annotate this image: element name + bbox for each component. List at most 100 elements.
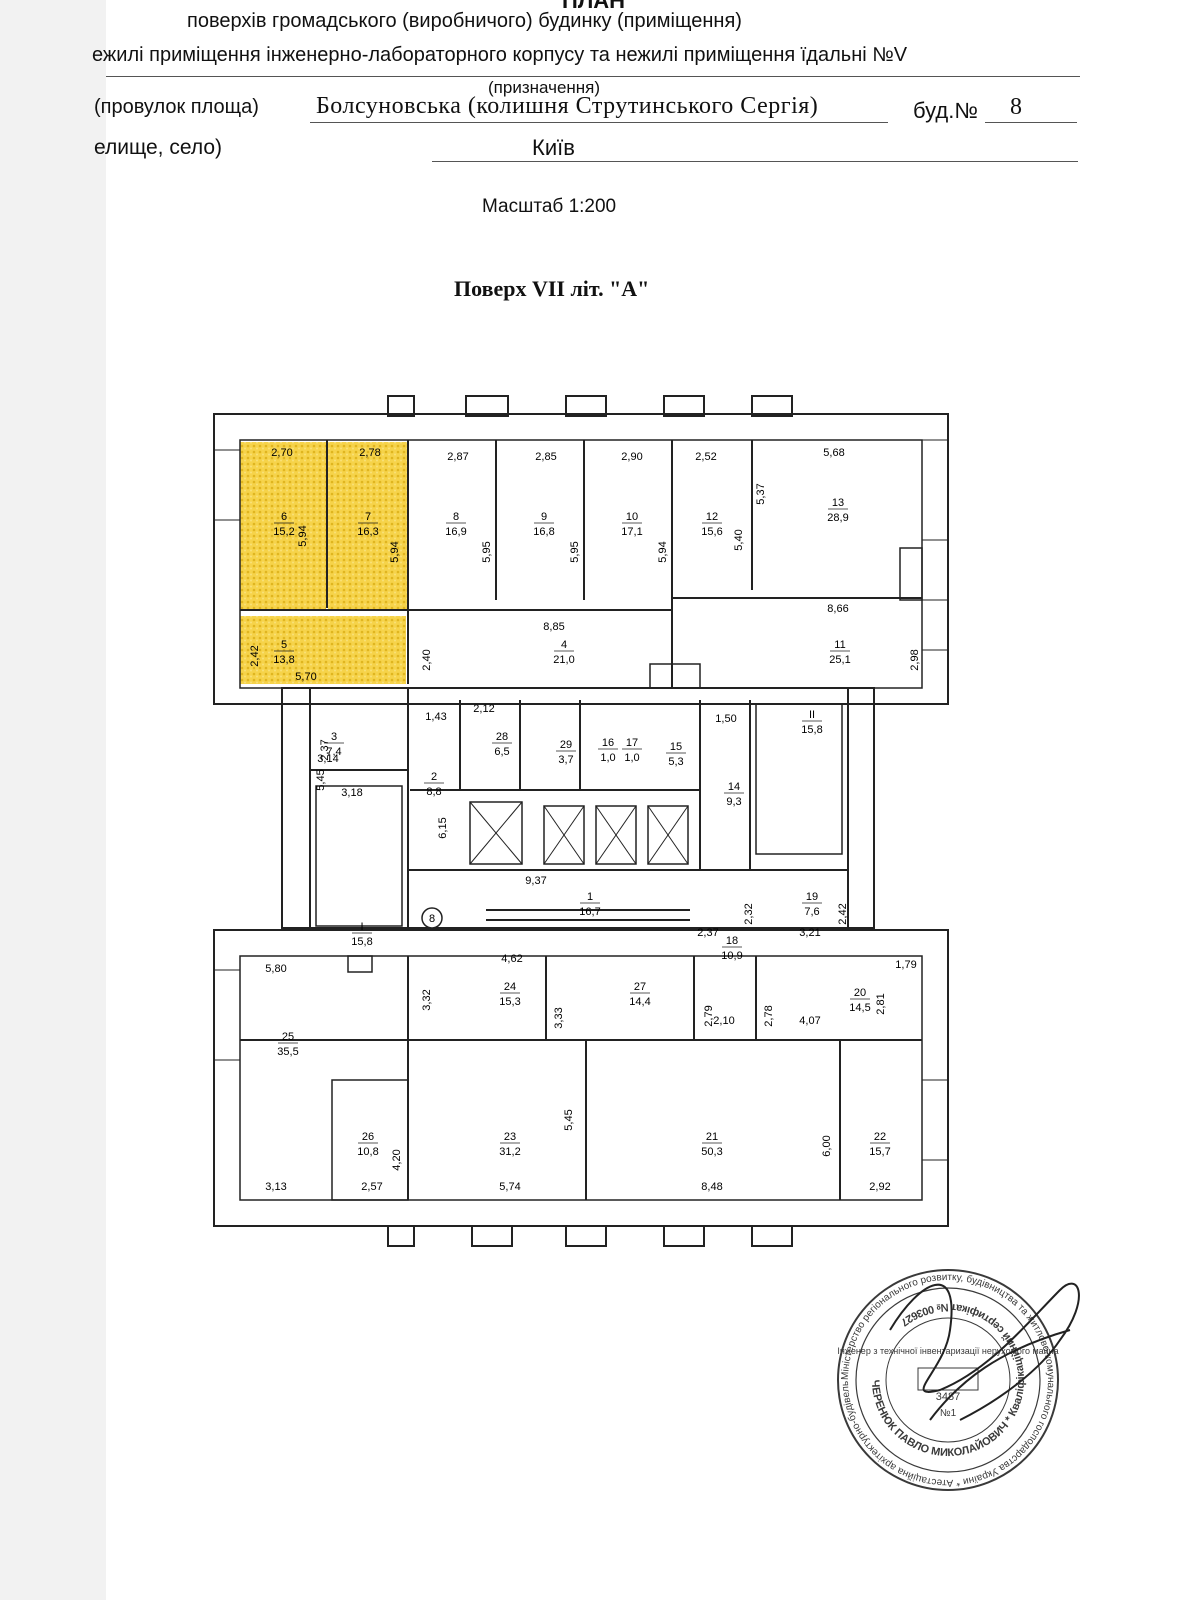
- dimension-label: 2,57: [361, 1181, 382, 1193]
- dimension-label: 3,18: [341, 787, 362, 799]
- street-value: Болсуновська (колишня Струтинського Серг…: [316, 93, 819, 119]
- city-value: Київ: [532, 135, 575, 160]
- stamp-middle-ring: [855, 1287, 1041, 1473]
- dimension-label: 5,45: [563, 1109, 575, 1130]
- room-area-13: 28,9: [827, 512, 848, 524]
- stamp-emblem: [917, 1367, 979, 1391]
- wall-lower-outer: [213, 929, 949, 1227]
- room-area-4: 21,0: [553, 654, 574, 666]
- dimension-label: 2,90: [621, 451, 642, 463]
- room-number-6: 6: [281, 511, 287, 523]
- dimension-label: 2,78: [763, 1005, 775, 1026]
- room-area-14: 9,3: [726, 796, 741, 808]
- room-5-highlight: [240, 616, 406, 684]
- dimension-label: 2,87: [447, 451, 468, 463]
- room-area-25: 35,5: [277, 1046, 298, 1058]
- dimension-label: 5,94: [389, 541, 401, 562]
- stamp-outer-ring: [837, 1269, 1059, 1491]
- room-number-1: 1: [587, 891, 593, 903]
- building-label: буд.№: [913, 98, 978, 123]
- dimension-label: 5,95: [481, 541, 493, 562]
- room-number-29: 29: [560, 739, 572, 751]
- room-area-7: 16,3: [357, 526, 378, 538]
- city-rule: [432, 161, 1078, 162]
- bay: [751, 395, 793, 417]
- dimension-label: 5,94: [657, 541, 669, 562]
- dimension-label: 3,21: [799, 927, 820, 939]
- dimension-label: 6,00: [821, 1135, 833, 1156]
- room-number-9: 9: [541, 511, 547, 523]
- dimension-label: 2,10: [713, 1015, 734, 1027]
- dimension-label: 1,50: [715, 713, 736, 725]
- room-number-27: 27: [634, 981, 646, 993]
- plan-title: Поверх VII літ. "А": [454, 276, 650, 301]
- room-number-15: 15: [670, 741, 682, 753]
- signature: [889, 1282, 1080, 1421]
- dimension-label: 9,37: [525, 875, 546, 887]
- dimension-label: 5,45: [315, 769, 327, 790]
- room-number-22: 22: [874, 1131, 886, 1143]
- dimension-label: 6,15: [437, 817, 449, 838]
- stamp-number: 3487: [936, 1391, 960, 1403]
- room-area-29: 3,7: [558, 754, 573, 766]
- room-area-12: 15,6: [701, 526, 722, 538]
- room-number-10: 10: [626, 511, 638, 523]
- room-number-19: 19: [806, 891, 818, 903]
- room-number-11: 11: [834, 639, 845, 651]
- dimension-label: 5,37: [755, 483, 767, 504]
- room-number-28: 28: [496, 731, 508, 743]
- room-number-3: 3: [331, 731, 337, 743]
- room-area-8: 16,9: [445, 526, 466, 538]
- room-number-8: 8: [453, 511, 459, 523]
- room-area-26: 10,8: [357, 1146, 378, 1158]
- building-rule: [985, 122, 1077, 123]
- room-area-17: 1,0: [624, 752, 639, 764]
- scale-label: Масштаб 1:200: [482, 196, 617, 217]
- street-label: (провулок площа): [94, 96, 259, 118]
- dimension-label: 2,85: [535, 451, 556, 463]
- bay: [565, 395, 607, 417]
- room-number-13: 13: [832, 497, 844, 509]
- room-area-6: 15,2: [273, 526, 294, 538]
- building-number: 8: [1010, 94, 1022, 120]
- room-area-11: 25,1: [829, 654, 850, 666]
- room-number-7: 7: [365, 511, 371, 523]
- header-line-2-rule: [106, 76, 1080, 77]
- room-number-24: 24: [504, 981, 516, 993]
- room-number-II: II: [809, 709, 815, 721]
- room-area-10: 17,1: [621, 526, 642, 538]
- room-number-2: 2: [431, 771, 437, 783]
- dimension-label: 5,70: [295, 671, 316, 683]
- room-number-16: 16: [602, 737, 614, 749]
- room-number-5: 5: [281, 639, 287, 651]
- scan-left-shadow: [0, 0, 106, 1600]
- room-area-II: 15,8: [801, 724, 822, 736]
- room-area-27: 14,4: [629, 996, 650, 1008]
- room-area-3: 7,4: [326, 746, 341, 758]
- dimension-label: 5,74: [499, 1181, 520, 1193]
- windows: [214, 439, 948, 1161]
- room-number-14: 14: [728, 781, 740, 793]
- wall-lower-inner: [239, 955, 923, 1201]
- room-number-21: 21: [706, 1131, 718, 1143]
- dimension-label: 2,40: [421, 649, 433, 670]
- dimension-label: 1,43: [425, 711, 446, 723]
- room-area-21: 50,3: [701, 1146, 722, 1158]
- room-number-4: 4: [561, 639, 567, 651]
- lift-crosses: [469, 801, 689, 865]
- dimension-label: 8,85: [543, 621, 564, 633]
- room-area-22: 15,7: [869, 1146, 890, 1158]
- dimension-label: 5,80: [265, 963, 286, 975]
- dimension-label: 8,48: [701, 1181, 722, 1193]
- stamp: Міністерство регіонального розвитку, буд…: [837, 1269, 1059, 1491]
- column-marker-circle: [421, 907, 443, 929]
- room-area-2: 8,8: [426, 786, 441, 798]
- room-area-I: 15,8: [351, 936, 372, 948]
- dimension-label: 2,81: [875, 993, 887, 1014]
- room-area-15: 5,3: [668, 756, 683, 768]
- dimension-label: 5,68: [823, 447, 844, 459]
- dimension-label: 2,32: [743, 903, 755, 924]
- room-number-26: 26: [362, 1131, 374, 1143]
